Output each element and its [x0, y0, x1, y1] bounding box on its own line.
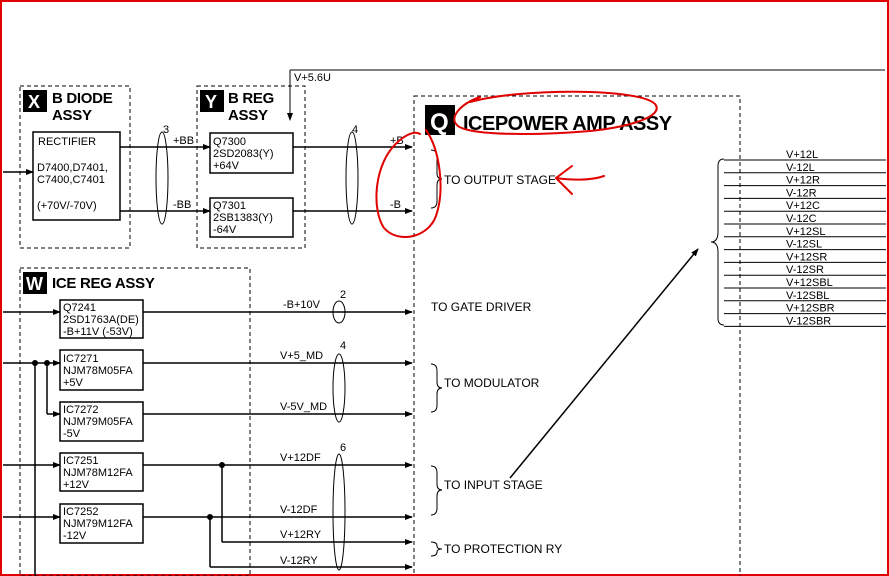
rail-label: V-12C	[786, 213, 817, 225]
rail-list: V+12LV-12LV+12RV-12RV+12CV-12CV+12SLV-12…	[710, 149, 886, 327]
ic7251-block	[59, 452, 144, 492]
q7301-ref: Q7301	[213, 200, 246, 212]
rectifier-diodes: D7400,D7401,	[37, 162, 108, 174]
vm12df-label: V-12DF	[280, 504, 318, 516]
ic7272-part: NJM79M05FA	[63, 416, 133, 428]
assy-q-badge: Q	[430, 109, 449, 136]
rail-label: V+12SR	[786, 251, 827, 263]
rail-label: V+12C	[786, 200, 820, 212]
assy-x-title-1: B DIODE	[52, 90, 113, 107]
q7241-voltage: -B+11V (-53V)	[63, 326, 133, 338]
ic7271-block	[59, 349, 144, 391]
vm12ry-label: V-12RY	[280, 555, 318, 567]
assy-w-badge: W	[26, 274, 43, 294]
rail-label: V-12R	[786, 187, 817, 199]
rail-label: V-12SBR	[786, 315, 831, 327]
assy-y-badge: Y	[205, 92, 217, 112]
red-annotations	[375, 90, 658, 238]
annotation-arrow-shaft	[555, 175, 605, 181]
ic7272-ref: IC7272	[63, 404, 98, 416]
q7241-ref: Q7241	[63, 302, 96, 314]
assy-y-title-2: ASSY	[228, 107, 268, 124]
q7301-voltage: -64V	[213, 224, 237, 236]
assy-w-ice-reg: W ICE REG ASSY Q7241 2SD1763A(DE) -B+11V…	[3, 267, 251, 576]
rail-label: V+12SL	[786, 226, 825, 238]
ic7271-part: NJM78M05FA	[63, 365, 133, 377]
rail-label: V+12L	[786, 149, 818, 161]
rail-label: V-12SBL	[786, 290, 829, 302]
rail-label: V-12SL	[786, 239, 822, 251]
q7241-block	[59, 299, 144, 339]
ic7251-part: NJM78M12FA	[63, 467, 133, 479]
w-wires: 2 -B+10V 4 V+5_MD V-5V_MD 6 V+12DF V-12D…	[143, 289, 413, 571]
plus-b-label: +B	[390, 135, 404, 147]
q7300-ref: Q7300	[213, 136, 246, 148]
q7300-block	[209, 132, 294, 174]
rail-label: V-12L	[786, 162, 815, 174]
bb-wires: 3 +BB -BB	[120, 124, 211, 225]
rail-label: V+12R	[786, 175, 820, 187]
ic7272-voltage: -5V	[63, 428, 81, 440]
v5-md-label: V+5_MD	[280, 350, 323, 362]
assy-y-b-reg: Y B REG ASSY Q7300 2SD2083(Y) +64V Q7301…	[196, 85, 306, 249]
rectifier-label: RECTIFIER	[38, 136, 96, 148]
minus-bb-label: -BB	[173, 199, 191, 211]
ic7252-part: NJM79M12FA	[63, 518, 133, 530]
dest-input-stage: TO INPUT STAGE	[444, 478, 543, 492]
vm5-md-label: V-5V_MD	[280, 401, 327, 413]
rectifier-voltage: (+70V/-70V)	[37, 200, 97, 212]
assy-x-b-diode: X B DIODE ASSY RECTIFIER D7400,D7401, C7…	[3, 85, 131, 249]
b-wires: 4 +B -B	[293, 124, 413, 225]
assy-q-icepower-amp: Q ICEPOWER AMP ASSY TO OUTPUT STAGE TO G…	[413, 95, 741, 576]
q7301-part: 2SB1383(Y)	[213, 212, 273, 224]
bundle-2-label: 2	[340, 289, 346, 301]
ic7271-voltage: +5V	[63, 377, 84, 389]
supply-label: V+5.6U	[294, 72, 331, 84]
assy-x-badge: X	[28, 92, 40, 112]
rail-label: V-12SR	[786, 264, 824, 276]
rail-label: V+12SBR	[786, 303, 835, 315]
q7300-voltage: +64V	[213, 160, 240, 172]
minus-b-10v-label: -B+10V	[283, 299, 321, 311]
ic7252-ref: IC7252	[63, 506, 98, 518]
dest-gate-driver: TO GATE DRIVER	[431, 300, 532, 314]
bundle-3-label: 3	[163, 124, 169, 136]
assy-w-title: ICE REG ASSY	[52, 275, 155, 292]
ic7251-voltage: +12V	[63, 479, 90, 491]
dest-output-stage: TO OUTPUT STAGE	[444, 173, 556, 187]
bundle-4a-label: 4	[352, 124, 358, 136]
ic7252-voltage: -12V	[63, 530, 87, 542]
assy-x-title-2: ASSY	[52, 107, 92, 124]
q7300-part: 2SD2083(Y)	[213, 148, 274, 160]
plus-bb-label: +BB	[173, 135, 194, 147]
v12ry-label: V+12RY	[280, 529, 322, 541]
assy-y-title-1: B REG	[228, 90, 274, 107]
supply-line: V+5.6U	[287, 69, 885, 121]
annotation-arrow-head	[555, 165, 573, 195]
rectifier-caps: C7400,C7401	[37, 174, 105, 186]
q7301-block	[209, 197, 294, 238]
q7241-part: 2SD1763A(DE)	[63, 314, 139, 326]
dest-protection-ry: TO PROTECTION RY	[444, 542, 562, 556]
rail-label: V+12SBL	[786, 277, 833, 289]
assy-q-title: ICEPOWER AMP ASSY	[463, 113, 673, 135]
ic7272-block	[59, 401, 144, 442]
bundle-6-label: 6	[340, 442, 346, 454]
ic7271-ref: IC7271	[63, 353, 98, 365]
annotation-title-circle	[453, 90, 658, 135]
ic7251-ref: IC7251	[63, 455, 98, 467]
dest-modulator: TO MODULATOR	[444, 376, 540, 390]
minus-b-label: -B	[390, 199, 401, 211]
bundle-4b-label: 4	[340, 340, 346, 352]
v12df-label: V+12DF	[280, 452, 321, 464]
assy-x-badge-bg	[23, 90, 47, 112]
ic7252-block	[59, 503, 144, 544]
rectifier-block	[32, 131, 121, 221]
annotation-bracket-circle	[375, 129, 442, 238]
